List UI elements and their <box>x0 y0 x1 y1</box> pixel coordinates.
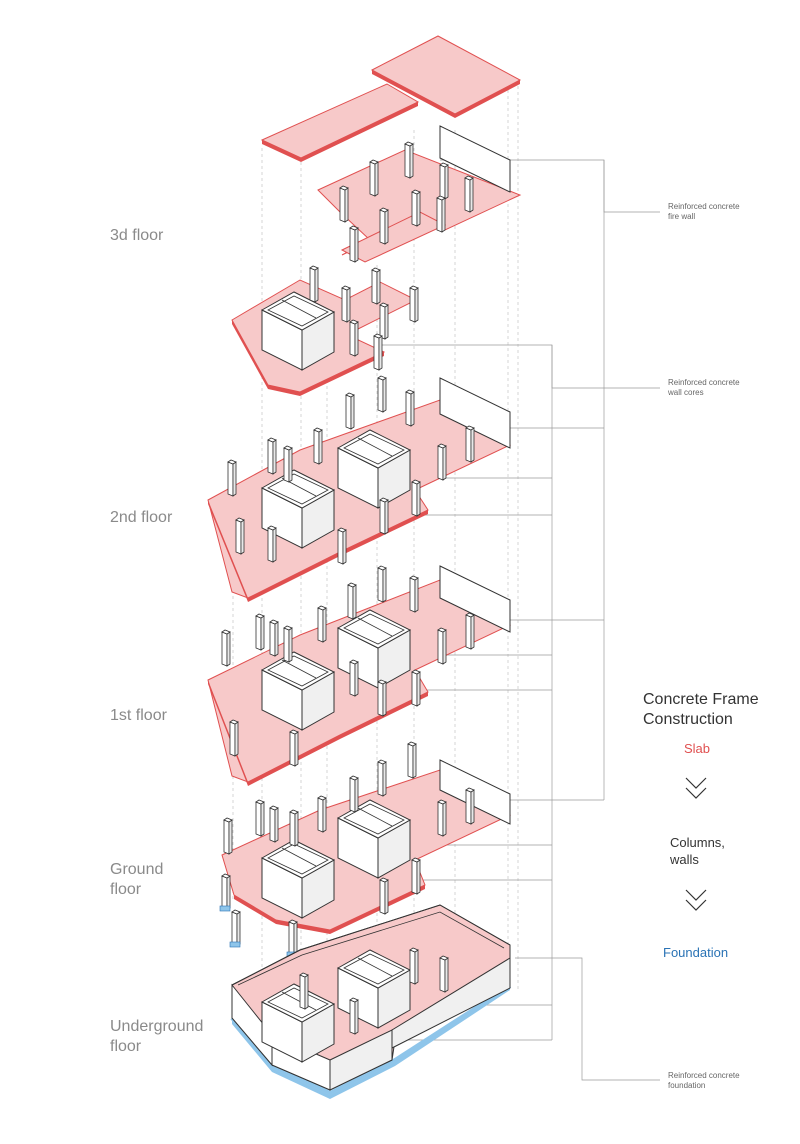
legend-title: Concrete Frame Construction <box>643 690 793 730</box>
roof-slabs <box>260 35 522 162</box>
legend-slab: Slab <box>684 741 711 756</box>
floor-label-3d: 3d floor <box>110 227 164 244</box>
legend-title-line2: Construction <box>643 711 733 728</box>
callout-wall-cores: Reinforced concrete wall cores <box>668 378 740 398</box>
callout-foundation: Reinforced concrete foundation <box>668 1071 740 1091</box>
first-floor <box>207 565 512 786</box>
callout-foundation-line1: Reinforced concrete <box>668 1071 740 1080</box>
second-floor <box>207 375 512 602</box>
callout-fire-wall-line2: fire wall <box>668 212 696 221</box>
floor-label-underground-line1: Underground <box>110 1018 204 1035</box>
legend-columns-walls: Columns, walls <box>670 834 725 868</box>
legend-columns-line1: Columns, <box>670 835 725 850</box>
chevron-down-icon <box>685 889 707 911</box>
floor-label-underground: Underground floor <box>110 1017 203 1057</box>
floor-label-ground-line1: Ground <box>110 861 164 878</box>
chevron-down-icon <box>685 777 707 799</box>
callout-fire-wall-line1: Reinforced concrete <box>668 202 740 211</box>
legend-columns-line2: walls <box>670 852 699 867</box>
floor-label-2nd: 2nd floor <box>110 509 173 526</box>
legend-title-line1: Concrete Frame <box>643 691 759 708</box>
callout-wall-cores-line1: Reinforced concrete <box>668 378 740 387</box>
floor-label-ground: Ground floor <box>110 860 163 900</box>
ground-floor <box>221 741 512 934</box>
callout-foundation-line2: foundation <box>668 1081 706 1090</box>
third-floor-lower <box>231 265 419 396</box>
callout-wall-cores-line2: wall cores <box>668 388 704 397</box>
legend-foundation: Foundation <box>663 945 729 960</box>
third-floor-upper <box>317 125 522 263</box>
callout-fire-wall: Reinforced concrete fire wall <box>668 202 740 222</box>
floor-label-underground-line2: floor <box>110 1038 142 1055</box>
floor-label-ground-line2: floor <box>110 881 142 898</box>
underground-floor <box>230 904 512 1099</box>
floor-label-1st: 1st floor <box>110 707 167 724</box>
